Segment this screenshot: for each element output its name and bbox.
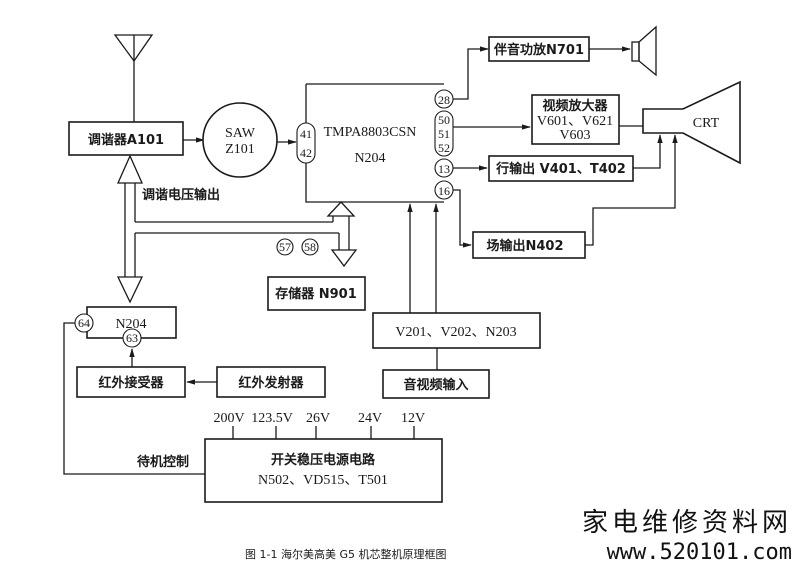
voltage-123-5v: 123.5V	[251, 411, 293, 426]
saw-filter-block: SAW Z101	[202, 102, 278, 178]
pin16-to-vout-line	[453, 189, 472, 248]
av-input-label: 音视频输入	[403, 377, 468, 393]
crt-tube-icon: CRT	[642, 80, 741, 165]
tuning-voltage-label: 调谐电压输出	[142, 187, 220, 203]
av-input-block: 音视频输入	[382, 369, 490, 399]
pin-16: 16	[438, 184, 450, 198]
voltage-200v: 200V	[213, 411, 244, 426]
memory-block: 存储器 N901	[267, 276, 366, 311]
hout-to-crt-line	[633, 134, 663, 169]
crt-label: CRT	[693, 116, 720, 131]
pin-50: 50	[438, 113, 450, 127]
watermark-cn: 家电维修资料网	[582, 508, 792, 538]
i2c-bus	[116, 154, 358, 304]
pin-64: 64	[78, 316, 90, 330]
speaker-icon	[631, 25, 657, 77]
saw-label-2: Z101	[225, 142, 255, 157]
video-amp-label-3: V603	[559, 128, 590, 143]
v-output-block: 场输出N402	[472, 231, 586, 259]
video-amp-label-2: V601、V621	[537, 114, 613, 129]
ir-transmitter-block: 红外发射器	[216, 366, 326, 398]
bus-arrow-up-ic	[326, 201, 356, 217]
ir-transmitter-label: 红外发射器	[238, 375, 304, 391]
tuner-label: 调谐器A101	[88, 132, 164, 148]
antenna-icon	[113, 34, 154, 122]
pin-13: 13	[438, 162, 450, 176]
audio-amp-block: 伴音功放N701	[488, 36, 590, 62]
av-switch-block: V201、V202、N203	[372, 312, 541, 349]
pin-51: 51	[438, 127, 450, 141]
standby-control-label: 待机控制	[136, 454, 189, 470]
h-output-block: 行输出 V401、T402	[488, 155, 634, 182]
psu-block: 开关稳压电源电路 N502、VD515、T501	[204, 438, 443, 503]
bus-arrow-down-memory	[330, 249, 358, 268]
tuner-block: 调谐器A101	[68, 121, 184, 156]
pin-57: 57	[279, 240, 291, 254]
pin-63: 63	[126, 331, 138, 345]
bus-arrow-down-n204	[116, 276, 144, 304]
ir-receiver-label: 红外接受器	[98, 375, 164, 391]
pin28-to-audio-line	[453, 46, 489, 100]
pin-52: 52	[438, 141, 450, 155]
pin-28: 28	[438, 93, 450, 107]
psu-label-1: 开关稳压电源电路	[271, 452, 376, 468]
h-output-label: 行输出 V401、T402	[495, 161, 626, 177]
watermark-url: www.520101.com	[607, 540, 792, 565]
voltage-24v: 24V	[358, 411, 382, 426]
standby-line	[63, 322, 205, 475]
voltage-26v: 26V	[306, 411, 330, 426]
v-output-label: 场输出N402	[486, 238, 563, 254]
pin-42: 42	[300, 146, 312, 160]
saw-label-1: SAW	[225, 126, 256, 141]
n204-small-label: N204	[115, 317, 146, 332]
bus-arrow-up-tuner	[116, 154, 144, 184]
pin-41: 41	[300, 127, 312, 141]
pin-58: 58	[304, 240, 316, 254]
figure-caption: 图 1-1 海尔美高美 G5 机芯整机原理框图	[245, 547, 446, 561]
video-amp-label-1: 视频放大器	[542, 98, 608, 114]
main-ic-label-1: TMPA8803CSN	[324, 125, 417, 140]
voltage-taps: 200V 123.5V 26V 24V 12V	[213, 411, 425, 439]
memory-label: 存储器 N901	[275, 286, 357, 302]
psu-label-2: N502、VD515、T501	[258, 473, 388, 488]
main-ic-label-2: N204	[354, 151, 385, 166]
main-ic-block: 41 42 TMPA8803CSN N204 28 50 51 52 13 16	[296, 83, 454, 203]
vout-to-crt-line	[585, 134, 678, 246]
ir-receiver-block: 红外接受器	[76, 366, 186, 398]
audio-amp-label: 伴音功放N701	[493, 42, 584, 58]
av-switch-label: V201、V202、N203	[395, 325, 516, 340]
voltage-12v: 12V	[401, 411, 425, 426]
video-amp-block: 视频放大器 V601、V621 V603	[531, 94, 620, 145]
n204-mcu-block: N204 64 63	[74, 306, 177, 348]
